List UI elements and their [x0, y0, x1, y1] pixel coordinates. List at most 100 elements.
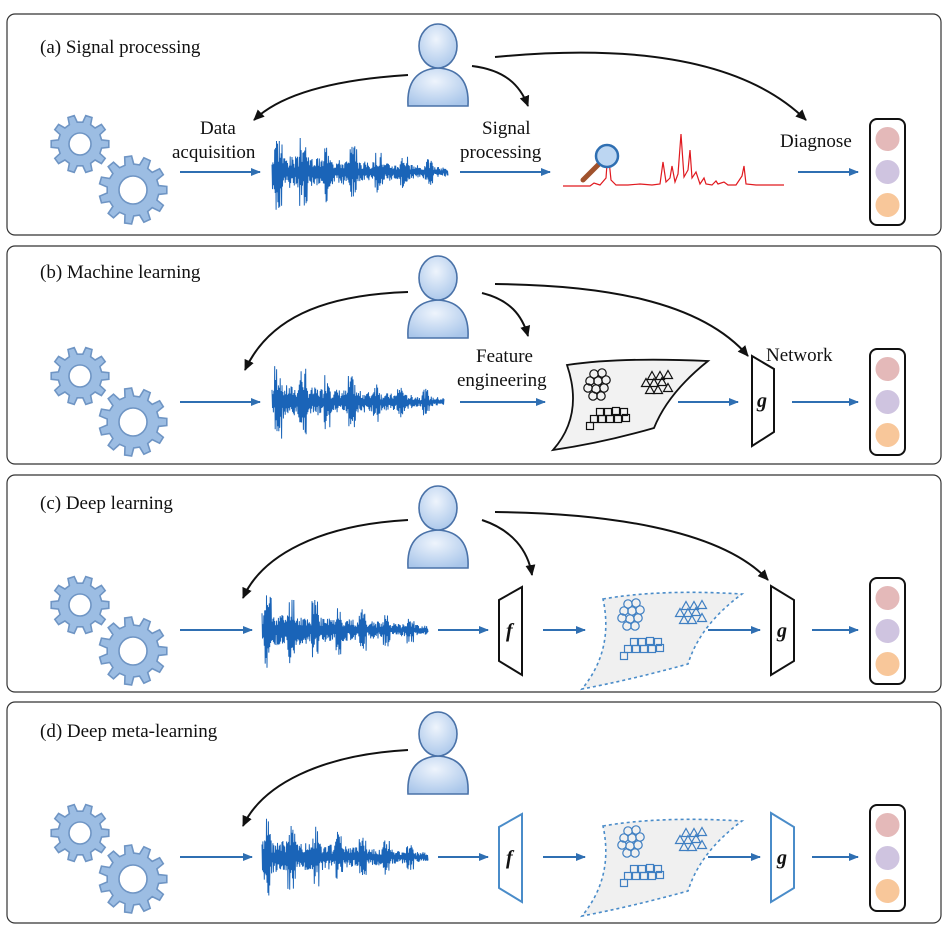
output-class-dot	[875, 357, 900, 381]
feature-point	[621, 413, 631, 423]
output-class-dot	[875, 193, 900, 217]
feature-engineering-label: engineering	[457, 370, 547, 391]
output-class-dot	[875, 423, 900, 447]
vibration-signal	[271, 137, 449, 210]
feature-point	[647, 644, 657, 654]
magnifier-icon	[580, 143, 620, 183]
svg-text:g: g	[776, 620, 787, 642]
expert-arrow	[481, 292, 531, 337]
vibration-signal	[271, 366, 445, 439]
network-g: g	[751, 354, 775, 448]
feature-point	[613, 414, 623, 424]
feature-point	[696, 612, 708, 623]
svg-text:f: f	[506, 620, 515, 642]
person-icon	[407, 711, 469, 795]
panel-frame	[6, 474, 942, 693]
expert-arrow	[494, 511, 769, 581]
feature-point	[652, 384, 664, 395]
person-icon	[407, 255, 469, 339]
feature-point	[619, 878, 629, 888]
person-icon	[407, 23, 469, 107]
signal-processing-label: Signal	[482, 118, 531, 139]
feature-point	[678, 841, 690, 852]
panel-signal-processing: (a) Signal processing Data acquisition S…	[6, 13, 942, 236]
feature-space	[550, 358, 711, 452]
signal-processing-label: processing	[460, 142, 542, 163]
feature-point	[639, 871, 649, 881]
feature-point	[630, 848, 640, 858]
frequency-spectrum	[563, 133, 784, 187]
network-f: f	[498, 585, 523, 677]
feature-point	[680, 600, 692, 611]
output-class-dot	[875, 127, 900, 151]
expert-arrow	[244, 291, 409, 371]
feature-point	[640, 377, 652, 388]
feature-point	[631, 871, 641, 881]
feature-point	[686, 841, 698, 852]
feature-point	[662, 369, 674, 380]
expert-arrow	[494, 283, 749, 357]
acquisition-label: Data	[200, 118, 236, 139]
output-class-dot	[875, 879, 900, 903]
output-class-dot	[875, 813, 900, 837]
feature-point	[644, 384, 656, 395]
svg-text:g: g	[756, 390, 767, 412]
feature-point	[619, 651, 629, 661]
feature-point	[674, 834, 686, 845]
feature-point	[655, 870, 665, 880]
diagnosis-output	[869, 577, 906, 685]
feature-point	[686, 614, 698, 625]
gears-icon	[50, 803, 168, 914]
feature-point	[678, 614, 690, 625]
output-class-dot	[875, 160, 900, 184]
diagnosis-output	[869, 348, 906, 456]
output-class-dot	[875, 619, 900, 643]
network-g: g	[770, 584, 795, 677]
feature-space	[579, 591, 745, 691]
feature-point	[647, 871, 657, 881]
feature-point	[596, 391, 606, 401]
feature-point	[597, 368, 607, 378]
feature-point	[690, 606, 702, 617]
feature-point	[696, 599, 708, 610]
feature-point	[585, 421, 595, 431]
feature-point	[696, 839, 708, 850]
expert-arrow	[471, 65, 530, 107]
output-class-dot	[875, 586, 900, 610]
panel-deep-meta-learning: (d) Deep meta-learning f g	[6, 701, 942, 924]
diagnosis-output	[869, 118, 906, 226]
feature-point	[662, 382, 674, 393]
panel-title: (a) Signal processing	[40, 37, 201, 58]
feature-point	[654, 370, 666, 381]
feature-point	[631, 644, 641, 654]
feature-point	[653, 637, 663, 647]
expert-arrow	[242, 749, 409, 827]
panel-title: (d) Deep meta-learning	[40, 721, 218, 742]
feature-point	[631, 598, 641, 608]
feature-point	[631, 825, 641, 835]
expert-arrow	[242, 519, 409, 599]
feature-point	[630, 621, 640, 631]
network-f: f	[498, 812, 523, 904]
expert-arrow	[481, 519, 536, 576]
network-label: Network	[766, 345, 833, 366]
person-icon	[407, 485, 469, 569]
feature-point	[680, 827, 692, 838]
feature-point	[682, 607, 694, 618]
feature-point	[655, 643, 665, 653]
vibration-signal	[261, 595, 429, 668]
feature-point	[645, 863, 655, 873]
vibration-signal	[261, 818, 429, 896]
output-class-dot	[875, 390, 900, 414]
diagnosis-output	[869, 804, 906, 912]
panel-frame	[6, 13, 942, 236]
expert-arrow	[253, 74, 409, 121]
feature-point	[611, 406, 621, 416]
panel-title: (c) Deep learning	[40, 493, 173, 514]
feature-point	[633, 840, 643, 850]
feature-point	[639, 644, 649, 654]
feature-point	[688, 827, 700, 838]
feature-engineering-label: Feature	[476, 346, 533, 367]
gears-icon	[50, 575, 168, 686]
